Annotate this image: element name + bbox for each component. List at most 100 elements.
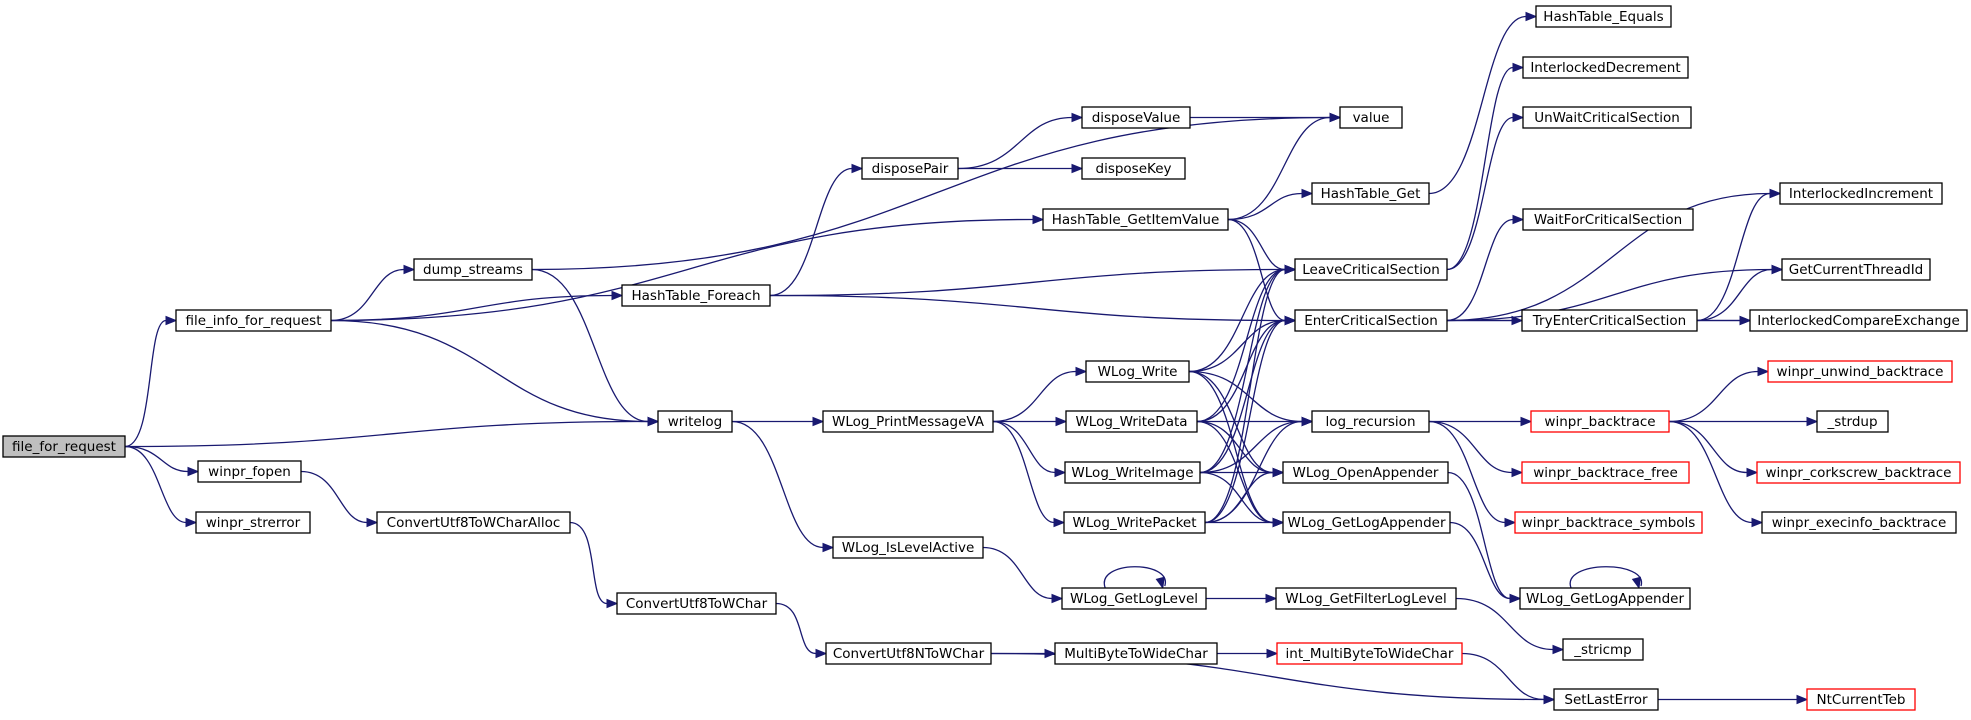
node-strdup[interactable]: _strdup	[1816, 410, 1889, 433]
edge-arrowhead	[1265, 593, 1278, 604]
node-winpr-fopen[interactable]: winpr_fopen	[197, 460, 302, 483]
node-winpr-corkscrew-backtrace[interactable]: winpr_corkscrew_backtrace	[1756, 461, 1961, 484]
node-box	[1756, 461, 1961, 484]
node-wlog-islevelactive[interactable]: WLog_IsLevelActive	[832, 536, 984, 559]
node-wlog-writepacket[interactable]: WLog_WritePacket	[1063, 511, 1206, 534]
node-box	[1535, 5, 1672, 28]
edge-arrowhead	[1044, 648, 1057, 659]
node-entercriticalsection[interactable]: EnterCriticalSection	[1294, 309, 1448, 332]
node-label: file_for_request	[12, 439, 116, 455]
node-box	[1054, 642, 1218, 665]
node-convertutf8ntowchar[interactable]: ConvertUtf8NToWChar	[825, 642, 992, 665]
edge-line	[1188, 268, 1286, 373]
edge-entercriticalsection-to-waitforcriticalsection	[1446, 214, 1525, 322]
node-tryentercriticalsection[interactable]: TryEnterCriticalSection	[1521, 309, 1698, 332]
edge-line	[1696, 192, 1771, 322]
edge-arrowhead	[1053, 517, 1066, 528]
node-box	[413, 258, 533, 281]
edge-line	[1199, 471, 1274, 524]
edge-hashtable-foreach-to-entercriticalsection	[769, 294, 1297, 326]
node-setlasterror[interactable]: SetLastError	[1553, 688, 1659, 711]
node-interlockedincrement[interactable]: InterlockedIncrement	[1779, 182, 1943, 205]
node-ntcurrentteb[interactable]: NtCurrentTeb	[1806, 688, 1916, 711]
node-disposevalue[interactable]: disposeValue	[1081, 106, 1191, 129]
node-multibytetowidechar[interactable]: MultiByteToWideChar	[1054, 642, 1218, 665]
node-hashtable-getitemvalue[interactable]: HashTable_GetItemValue	[1042, 208, 1229, 231]
node-log-recursion[interactable]: log_recursion	[1311, 410, 1430, 433]
node-winpr-unwind-backtrace[interactable]: winpr_unwind_backtrace	[1767, 360, 1953, 383]
node-winpr-execinfo-backtrace[interactable]: winpr_execinfo_backtrace	[1761, 511, 1957, 534]
edge-wlog-islevelactive-to-wlog-getloglevel	[982, 546, 1064, 604]
node-disposekey[interactable]: disposeKey	[1081, 157, 1186, 180]
edge-line	[531, 116, 1331, 271]
node-label: HashTable_Equals	[1543, 9, 1663, 25]
edge-convertutf8towcharalloc-to-convertutf8towchar	[569, 521, 619, 609]
edge-arrowhead	[1301, 188, 1314, 199]
node-winpr-backtrace[interactable]: winpr_backtrace	[1530, 410, 1670, 433]
node-wlog-openappender[interactable]: WLog_OpenAppender	[1282, 461, 1449, 484]
node-file-info-for-request[interactable]: file_info_for_request	[175, 309, 332, 332]
node-wlog-writeimage[interactable]: WLog_WriteImage	[1064, 461, 1201, 484]
node-label: InterlockedDecrement	[1530, 60, 1680, 76]
node-wlog-write[interactable]: WLog_Write	[1085, 360, 1190, 383]
node-dump-streams[interactable]: dump_streams	[413, 258, 533, 281]
node-winpr-backtrace-symbols[interactable]: winpr_backtrace_symbols	[1514, 511, 1703, 534]
node-wlog-getloglevel[interactable]: WLog_GetLogLevel	[1061, 587, 1207, 610]
node-interlockeddecrement[interactable]: InterlockedDecrement	[1522, 56, 1689, 79]
edge-line	[1428, 15, 1527, 195]
node-getcurrentthreadid[interactable]: GetCurrentThreadId	[1781, 258, 1931, 281]
edge-wlog-write-to-wlog-openappender	[1188, 370, 1285, 478]
node-wlog-printmessageva[interactable]: WLog_PrintMessageVA	[822, 410, 994, 433]
node-hashtable-get[interactable]: HashTable_Get	[1311, 182, 1430, 205]
node-box	[1767, 360, 1953, 383]
node-interlockedcompareexchange[interactable]: InterlockedCompareExchange	[1749, 309, 1968, 332]
edge-arrowhead	[611, 290, 624, 301]
node-hashtable-foreach[interactable]: HashTable_Foreach	[621, 284, 771, 307]
edge-arrowhead	[851, 163, 864, 174]
node-int-multibytetowidechar[interactable]: int_MultiByteToWideChar	[1276, 642, 1463, 665]
node-winpr-strerror[interactable]: winpr_strerror	[195, 511, 311, 534]
node-unwaitcriticalsection[interactable]: UnWaitCriticalSection	[1522, 106, 1692, 129]
node-box	[1081, 106, 1191, 129]
node-box	[1521, 309, 1698, 332]
node-convertutf8towcharalloc[interactable]: ConvertUtf8ToWCharAlloc	[376, 511, 571, 534]
node-convertutf8towchar[interactable]: ConvertUtf8ToWChar	[616, 592, 777, 615]
node-waitforcriticalsection[interactable]: WaitForCriticalSection	[1522, 208, 1694, 231]
edge-hashtable-getitemvalue-to-value	[1227, 112, 1342, 221]
node-value[interactable]: value	[1339, 106, 1403, 129]
node-wlog-writedata[interactable]: WLog_WriteData	[1065, 410, 1198, 433]
node-wlog-getfilterloglevel[interactable]: WLog_GetFilterLogLevel	[1275, 587, 1457, 610]
node-box	[1276, 642, 1463, 665]
node-disposepair[interactable]: disposePair	[861, 157, 959, 180]
edge-tryentercriticalsection-to-interlockedcompareexchange	[1697, 315, 1752, 326]
node-label: GetCurrentThreadId	[1789, 262, 1924, 278]
edge-hashtable-get-to-hashtable-equals	[1428, 11, 1538, 195]
node-hashtable-equals[interactable]: HashTable_Equals	[1535, 5, 1672, 28]
node-label: TryEnterCriticalSection	[1532, 313, 1686, 329]
node-box	[1522, 56, 1689, 79]
node-label: NtCurrentTeb	[1817, 692, 1906, 708]
edge-arrowhead	[1266, 648, 1279, 659]
node-box	[825, 642, 992, 665]
edge-wlog-printmessageva-to-wlog-writedata	[993, 416, 1068, 427]
edge-line	[1446, 116, 1514, 271]
node-stricmp[interactable]: _stricmp	[1562, 638, 1644, 661]
node-box	[1064, 461, 1201, 484]
node-leavecriticalsection[interactable]: LeaveCriticalSection	[1294, 258, 1448, 281]
edge-wlog-printmessageva-to-wlog-writepacket	[992, 420, 1066, 528]
node-wlog-getlogappender-2[interactable]: WLog_GetLogAppender	[1519, 587, 1691, 610]
node-wlog-getlogappender-1[interactable]: WLog_GetLogAppender	[1282, 511, 1451, 534]
edge-file-for-request-to-winpr-strerror	[124, 445, 198, 528]
node-file-for-request[interactable]: file_for_request	[2, 435, 126, 458]
node-label: UnWaitCriticalSection	[1534, 110, 1680, 126]
nodes-layer: file_for_request file_info_for_request dum…	[2, 5, 1968, 711]
node-winpr-backtrace-free[interactable]: winpr_backtrace_free	[1521, 461, 1690, 484]
node-writelog[interactable]: writelog	[657, 410, 733, 433]
node-box	[1275, 587, 1457, 610]
edge-arrowhead	[366, 517, 379, 528]
edge-arrowhead	[1509, 593, 1522, 604]
edge-log-recursion-to-winpr-backtrace-symbols	[1428, 420, 1517, 528]
edge-line	[1428, 420, 1506, 524]
edge-wlog-getlogappender-2-to-wlog-getlogappender-2	[1569, 566, 1642, 590]
node-box	[1311, 182, 1430, 205]
